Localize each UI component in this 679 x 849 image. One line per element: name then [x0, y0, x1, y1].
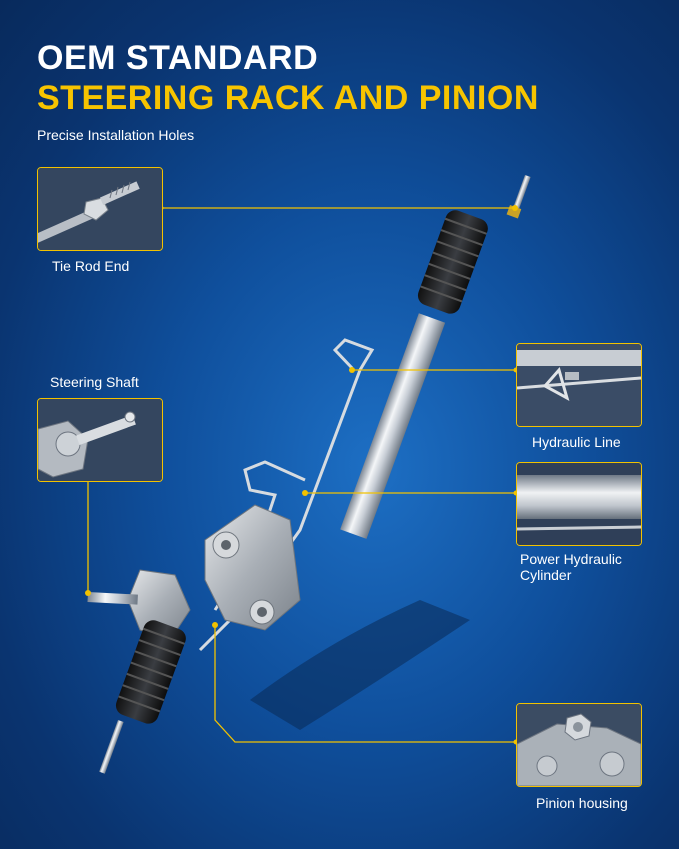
- steering-shaft-label: Steering Shaft: [50, 374, 139, 390]
- title-line-2: STEERING RACK AND PINION: [37, 79, 539, 117]
- hydraulic-line-label: Hydraulic Line: [532, 434, 621, 450]
- tie-rod-end-detail-box: [37, 167, 163, 251]
- valve-body-housing: [204, 504, 301, 631]
- pinion-housing-image: [517, 704, 641, 786]
- lower-bellows-boot: [115, 620, 186, 724]
- steering-shaft-image: [38, 399, 162, 481]
- pinion-housing-detail-box: [516, 703, 642, 787]
- tie-rod-end-label: Tie Rod End: [52, 258, 130, 274]
- power-cylinder-detail-box: [516, 462, 642, 546]
- power-cylinder-label-2: Cylinder: [520, 567, 572, 583]
- tie-rod-end-image: [38, 168, 162, 250]
- upper-bellows-boot: [417, 210, 488, 314]
- lower-tie-rod: [99, 720, 124, 774]
- hydraulic-line-detail-box: [516, 343, 642, 427]
- connector-pinion-housing: [214, 625, 516, 743]
- power-cylinder-label-1: Power Hydraulic: [520, 551, 622, 567]
- steering-shaft-detail-box: [37, 398, 163, 482]
- pinion-housing-label: Pinion housing: [536, 795, 628, 811]
- subtitle: Precise Installation Holes: [37, 127, 195, 143]
- title-line-1: OEM STANDARD: [37, 39, 319, 77]
- hydraulic-line-image: [517, 344, 641, 426]
- power-cylinder-image: [517, 463, 641, 545]
- product-shadow: [250, 600, 470, 730]
